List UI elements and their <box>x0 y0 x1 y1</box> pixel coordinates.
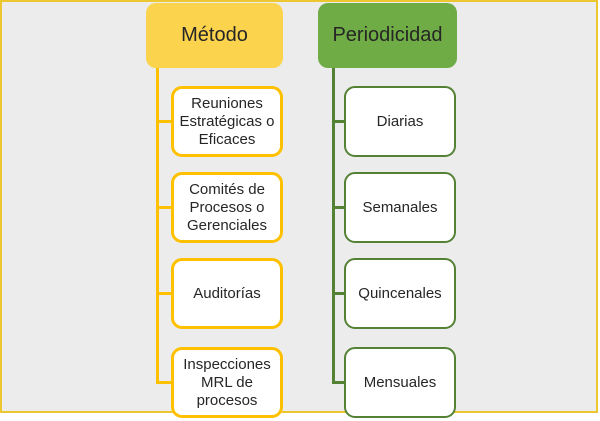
connector-branch-periodicidad-2 <box>332 206 346 209</box>
connector-branch-metodo-4 <box>156 381 173 384</box>
node-auditorias: Auditorías <box>171 258 283 329</box>
connector-branch-periodicidad-1 <box>332 120 346 123</box>
connector-branch-metodo-2 <box>156 206 173 209</box>
column-header-metodo: Método <box>146 3 283 68</box>
node-quincenales: Quincenales <box>344 258 456 329</box>
node-comites-procesos: Comités de Procesos o Gerenciales <box>171 172 283 243</box>
connector-branch-periodicidad-4 <box>332 381 346 384</box>
column-header-periodicidad: Periodicidad <box>318 3 457 68</box>
connector-branch-metodo-1 <box>156 120 173 123</box>
node-reuniones-estrategicas: Reuniones Estratégicas o Eficaces <box>171 86 283 157</box>
node-inspecciones-mrl: Inspecciones MRL de procesos <box>171 347 283 418</box>
node-mensuales: Mensuales <box>344 347 456 418</box>
connector-vertical-periodicidad <box>332 67 335 384</box>
slide-background <box>0 0 598 413</box>
connector-branch-metodo-3 <box>156 292 173 295</box>
node-semanales: Semanales <box>344 172 456 243</box>
connector-vertical-metodo <box>156 67 159 384</box>
connector-branch-periodicidad-3 <box>332 292 346 295</box>
node-diarias: Diarias <box>344 86 456 157</box>
